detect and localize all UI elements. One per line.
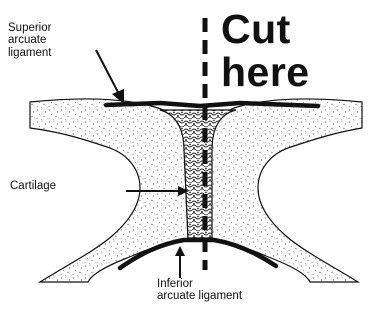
right-pubic-bone bbox=[210, 99, 362, 282]
inferior-ligament-arrow bbox=[175, 246, 185, 278]
superior-arcuate-ligament bbox=[106, 103, 318, 106]
inferior-arcuate-ligament-label: Inferior arcuate ligament bbox=[157, 278, 242, 303]
cut-here-label: Cut here bbox=[221, 8, 310, 94]
cartilage-label: Cartilage bbox=[10, 180, 56, 192]
superior-arcuate-ligament-label: Superior arcuate ligament bbox=[8, 22, 51, 59]
superior-ligament-arrow bbox=[96, 50, 124, 104]
